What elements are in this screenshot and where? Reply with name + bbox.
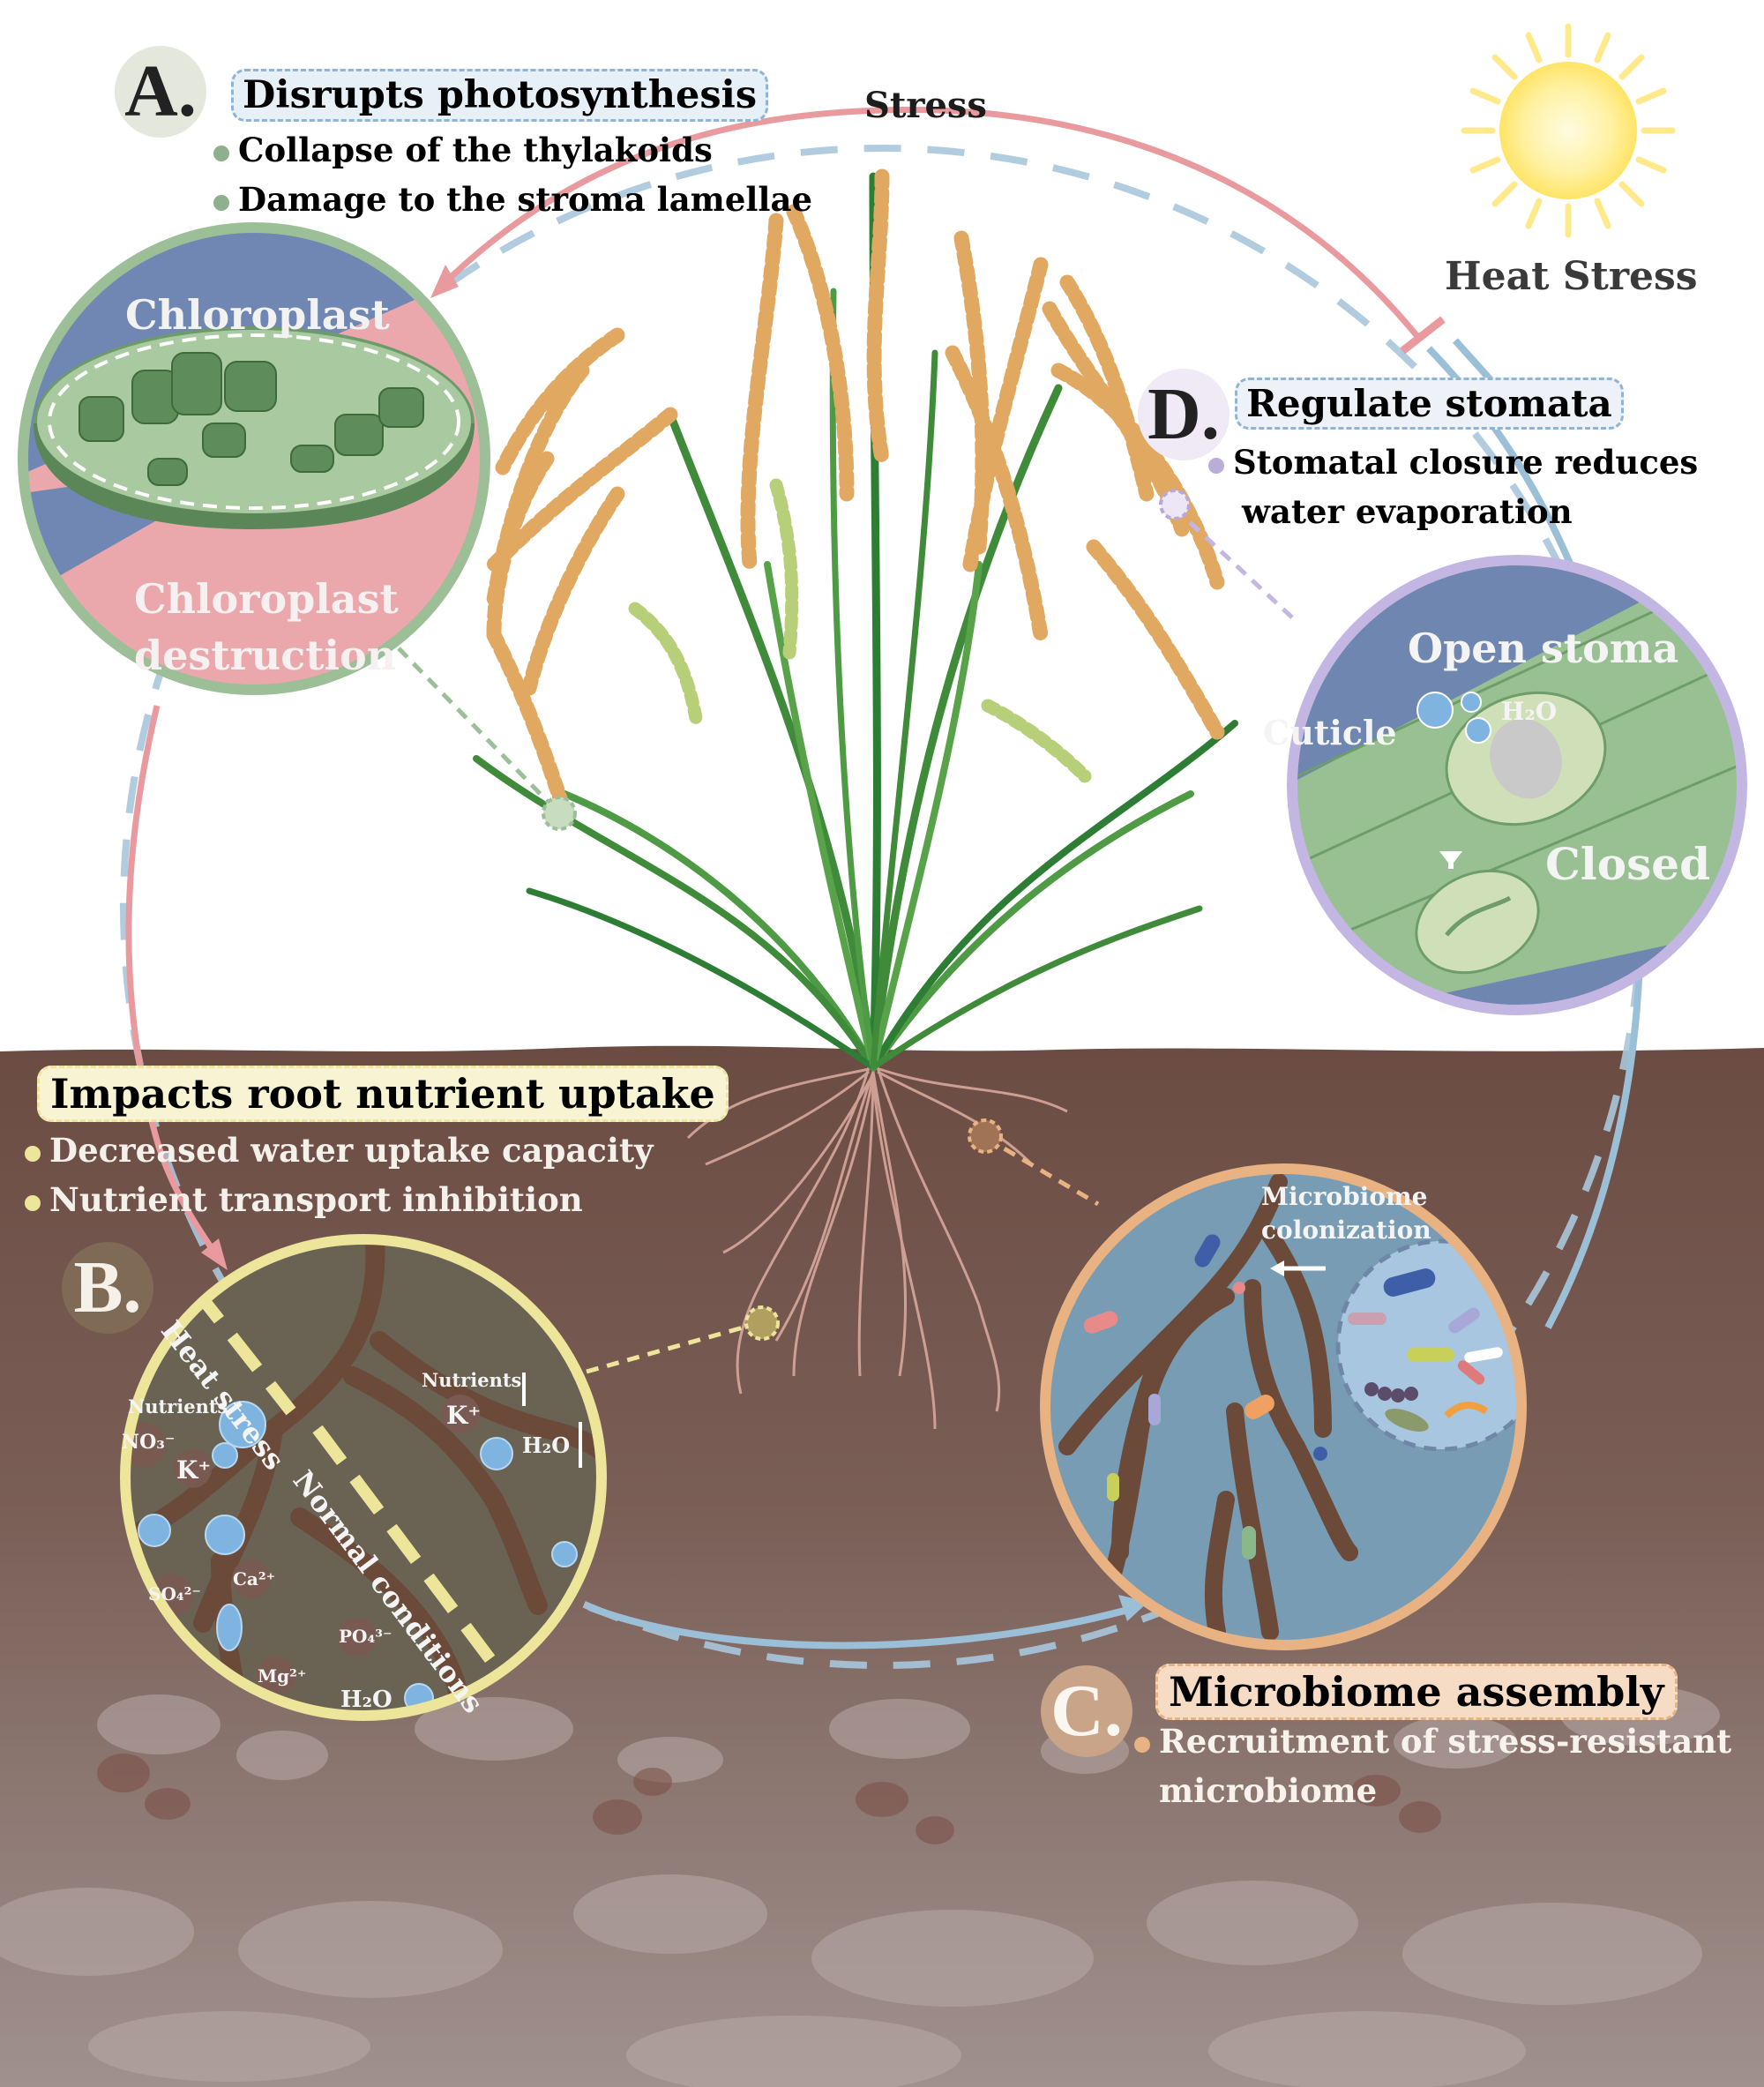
panel-d-letter: D.: [1138, 369, 1230, 460]
microbiome-colonization-label-1: Microbiome: [1261, 1182, 1428, 1211]
mg-label: Mg²⁺: [258, 1665, 307, 1687]
rice-roots: [686, 1066, 1068, 1430]
panel-b-bullet-2: Nutrient transport inhibition: [25, 1180, 583, 1219]
bullet-text: Decreased water uptake capacity: [49, 1131, 654, 1170]
sun: [1461, 23, 1676, 238]
panel-a-bullet-2: Damage to the stroma lamellae: [213, 180, 812, 219]
panel-b-bullet-1: Decreased water uptake capacity: [25, 1131, 654, 1170]
rice-panicles-green: [628, 478, 1092, 783]
stress-label: Stress: [864, 85, 987, 126]
panel-c-bullet-line-2: microbiome: [1159, 1771, 1378, 1810]
rice-panicles: [486, 168, 1225, 819]
bullet-text: Stomatal closure reduces: [1233, 443, 1699, 482]
nutrients-label-left: Nutrients: [128, 1395, 228, 1418]
no3-label: NO₃⁻: [122, 1431, 176, 1454]
chloroplast-label: Chloroplast: [125, 291, 390, 339]
panel-d-title: Regulate stomata: [1235, 378, 1624, 430]
closed-label: Closed: [1545, 838, 1711, 890]
panel-c-letter: C.: [1041, 1665, 1132, 1757]
inset-a-graphic: [23, 228, 485, 690]
h2o-label-bottom: H₂O: [340, 1687, 392, 1713]
chloroplast-destruction-label-2: destruction: [134, 632, 397, 679]
panel-a-letter: A.: [115, 46, 206, 138]
soil-clods: [97, 1754, 1441, 1844]
stoma-h2o-label: H₂O: [1501, 697, 1558, 726]
so4-label: SO₄²⁻: [148, 1583, 201, 1605]
k-label-left: K⁺: [176, 1455, 212, 1485]
panel-a-title: Disrupts photosynthesis: [231, 69, 769, 122]
heat-stress-label: Heat Stress: [1445, 254, 1698, 299]
chloroplast-destruction-label-1: Chloroplast: [134, 575, 399, 623]
rice-leaves: [473, 172, 1238, 1072]
panel-a-bullet-1: Collapse of the thylakoids: [213, 131, 713, 169]
recovery-arc-bottom: [587, 1604, 1140, 1649]
open-stoma-label: Open stoma: [1408, 625, 1679, 672]
panel-c-title: Microbiome assembly: [1155, 1664, 1678, 1720]
inset-d-graphic: [1292, 560, 1742, 1010]
panel-b-title: Impacts root nutrient uptake: [37, 1066, 729, 1122]
ca-label: Ca²⁺: [233, 1568, 276, 1590]
bullet-text: Recruitment of stress-resistant: [1159, 1722, 1732, 1761]
nutrients-label-right: Nutrients: [422, 1369, 522, 1391]
bullet-text: Nutrient transport inhibition: [49, 1180, 583, 1219]
bullet-text: Damage to the stroma lamellae: [238, 180, 812, 219]
panel-c-bullet: Recruitment of stress-resistant: [1134, 1722, 1731, 1761]
h2o-down-arrow: [579, 1422, 582, 1468]
h2o-label-right: H₂O: [522, 1432, 571, 1458]
panel-d-bullet-line-2: water evaporation: [1242, 492, 1573, 531]
bullet-dot: [213, 194, 229, 211]
panel-b-letter: B.: [62, 1242, 153, 1334]
bullet-text: Collapse of the thylakoids: [238, 131, 713, 169]
bullet-dot: [1208, 457, 1224, 474]
bullet-dot: [213, 145, 229, 161]
nutrient-down-arrow: [522, 1373, 526, 1406]
microbiome-colonization-label-2: colonization: [1261, 1216, 1431, 1245]
cuticle-label: Cuticle: [1263, 713, 1397, 752]
bullet-dot: [25, 1145, 41, 1162]
bullet-dot: [1134, 1736, 1150, 1753]
k-label-right: K⁺: [446, 1401, 482, 1430]
stress-arc-top: [443, 107, 1423, 342]
bullet-dot: [25, 1194, 41, 1211]
po4-label: PO₄³⁻: [339, 1626, 392, 1647]
panel-d-bullet: Stomatal closure reduces: [1208, 443, 1698, 482]
